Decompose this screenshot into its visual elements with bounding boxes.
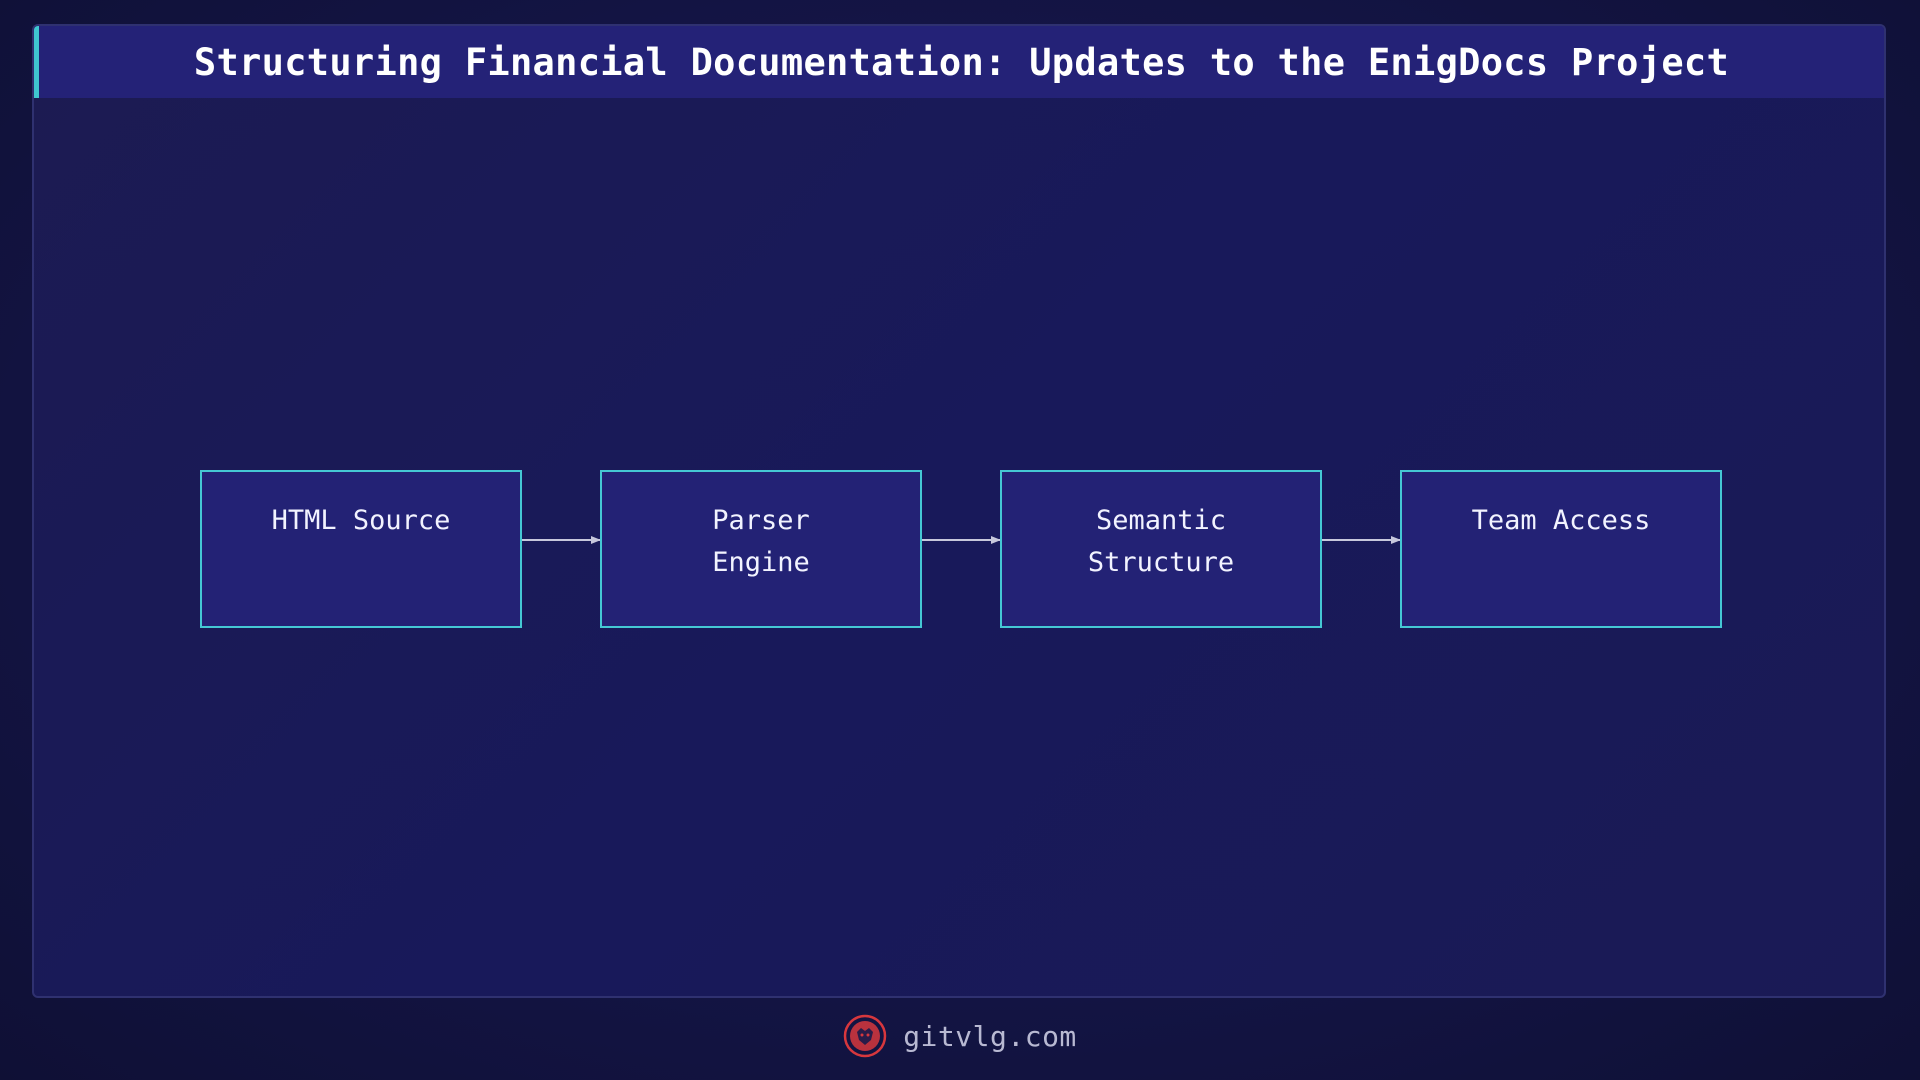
node-label: Team Access [1471,505,1651,536]
site-link[interactable]: gitvlg.com [903,1019,1077,1053]
title-bar: Structuring Financial Documentation: Upd… [34,26,1884,98]
node-label: Parser [712,505,810,536]
node-html-source: HTML Source [200,470,522,628]
flow-diagram: HTML Source Parser Engine Semantic Struc… [34,26,1884,996]
node-parser-engine: Parser Engine [600,470,922,628]
node-semantic-structure: Semantic Structure [1000,470,1322,628]
node-label: HTML Source [271,505,451,536]
node-team-access: Team Access [1400,470,1722,628]
node-label: Engine [712,547,810,578]
footer: gitvlg.com [0,1008,1920,1064]
page-title: Structuring Financial Documentation: Upd… [193,40,1730,84]
edges-layer [522,536,1401,544]
diagram-panel: Structuring Financial Documentation: Upd… [32,24,1886,998]
node-label: Semantic [1095,505,1227,536]
node-label: Structure [1087,547,1235,578]
lion-logo-icon [843,1014,887,1058]
